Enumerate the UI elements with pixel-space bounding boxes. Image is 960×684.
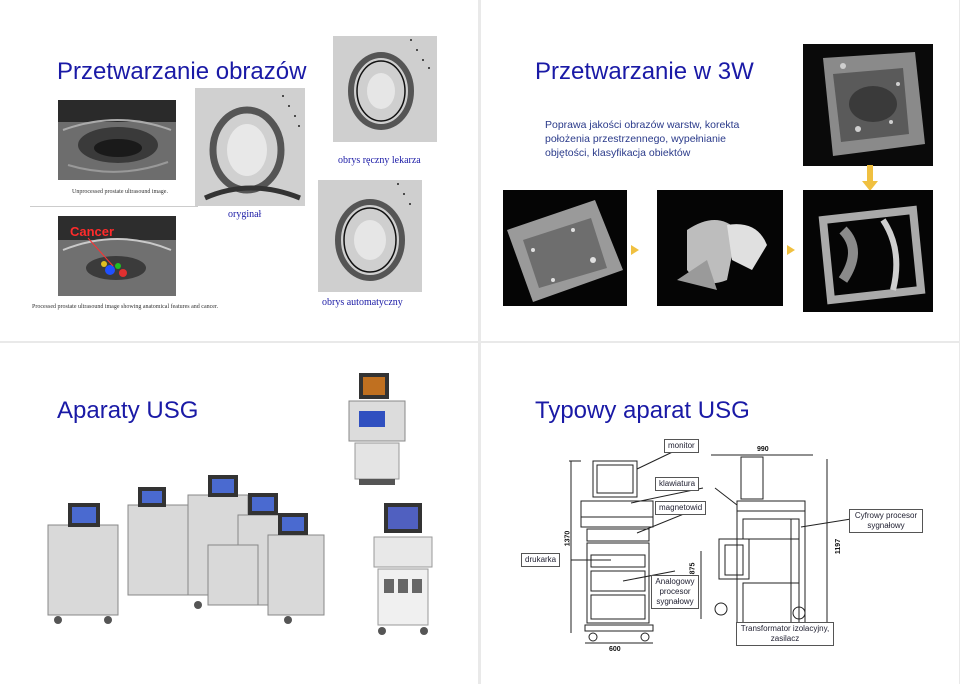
dimension-1197: 1197 [835,538,843,555]
label-transformer: Transformator izolacyjny, zasilacz [736,622,834,646]
arrow-right-icon [787,245,795,255]
slide-description: Poprawa jakości obrazów warstw, korekta … [545,119,740,159]
slide-title: Przetwarzanie obrazów [57,58,307,85]
volume-render-top [803,44,933,166]
label-keyboard: klawiatura [655,477,700,491]
slide-title: Typowy aparat USG [535,397,750,424]
slide-image-processing: Przetwarzanie obrazów Unprocessed prosta… [0,0,478,341]
arrow-right-icon [631,245,639,255]
label-digital-processor: Cyfrowy procesor sygnałowy [849,509,923,533]
ultrasound-device-white-photo [370,499,436,639]
volume-render-segmented [657,190,783,306]
slide-title: Przetwarzanie w 3W [535,58,754,85]
arrow-down-shaft [867,165,873,181]
dimension-875: 875 [689,562,697,575]
label-monitor: monitor [664,439,699,453]
slide-3d-processing: Przetwarzanie w 3W Poprawa jakości obraz… [481,0,959,341]
dimension-1370: 1370 [564,530,572,547]
unprocessed-ultrasound-image [58,100,176,180]
dimension-990: 990 [757,446,769,453]
slide-ultrasound-devices: Aparaty USG [0,343,478,684]
cancer-label: Cancer [70,224,115,239]
divider [30,206,198,207]
automatic-contour-image [318,180,422,292]
caption-unprocessed: Unprocessed prostate ultrasound image. [72,189,168,195]
volume-render-classified [803,190,933,312]
caption-processed: Processed prostate ultrasound image show… [32,304,219,310]
slide-title: Aparaty USG [57,397,199,424]
manual-contour-image [333,36,437,142]
ultrasound-device-photo [345,371,409,489]
arrow-down-icon [862,181,878,191]
ultrasound-devices-group-photo [38,465,332,637]
slide-typical-device: Typowy aparat USG [481,343,959,684]
original-ultrasound-image [195,88,305,206]
label-manual-contour: obrys ręczny lekarza [338,155,421,166]
label-analog-processor: Analogowy procesor sygnałowy [651,575,699,609]
processed-ultrasound-image [58,216,176,296]
dimension-600: 600 [609,646,621,653]
label-automatic-contour: obrys automatyczny [322,297,403,308]
label-vcr: magnetowid [655,501,707,515]
volume-render-raw [503,190,627,306]
label-original: oryginał [228,209,262,220]
label-printer: drukarka [521,553,561,567]
